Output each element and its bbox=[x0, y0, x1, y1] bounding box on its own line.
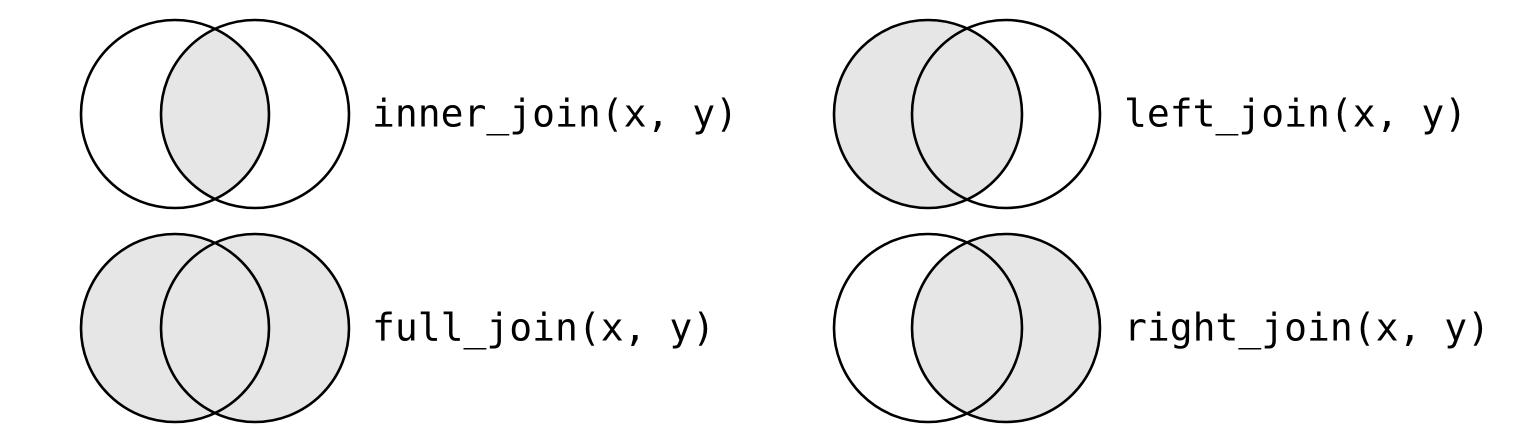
inner-join-venn bbox=[79, 18, 351, 210]
right-join-circle-y bbox=[910, 232, 1102, 424]
full-join-venn bbox=[79, 232, 351, 424]
full-join-circle-y bbox=[159, 232, 351, 424]
left-join-circle-y bbox=[910, 18, 1102, 210]
right-join-circle-y-fill bbox=[912, 234, 1100, 422]
right-join-circle-x bbox=[832, 232, 1024, 424]
inner-join-panel: inner_join(x, y) bbox=[79, 18, 738, 210]
left-join-circle-x bbox=[832, 18, 1024, 210]
inner-join-label: inner_join(x, y) bbox=[372, 92, 738, 137]
left-join-venn bbox=[832, 18, 1102, 210]
left-join-label: left_join(x, y) bbox=[1124, 92, 1467, 137]
full-join-label: full_join(x, y) bbox=[372, 306, 715, 351]
right-join-venn bbox=[832, 232, 1102, 424]
full-join-circle-y-fill bbox=[161, 234, 349, 422]
full-join-circle-x bbox=[79, 232, 271, 424]
left-join-panel: left_join(x, y) bbox=[832, 18, 1467, 210]
right-join-label: right_join(x, y) bbox=[1124, 306, 1490, 351]
inner-join-circle-x bbox=[79, 18, 271, 210]
full-join-panel: full_join(x, y) bbox=[79, 232, 715, 424]
inner-join-circle-y bbox=[159, 18, 351, 210]
inner-join-intersection bbox=[161, 20, 269, 208]
right-join-panel: right_join(x, y) bbox=[832, 232, 1490, 424]
left-join-circle-x-fill bbox=[834, 20, 1022, 208]
